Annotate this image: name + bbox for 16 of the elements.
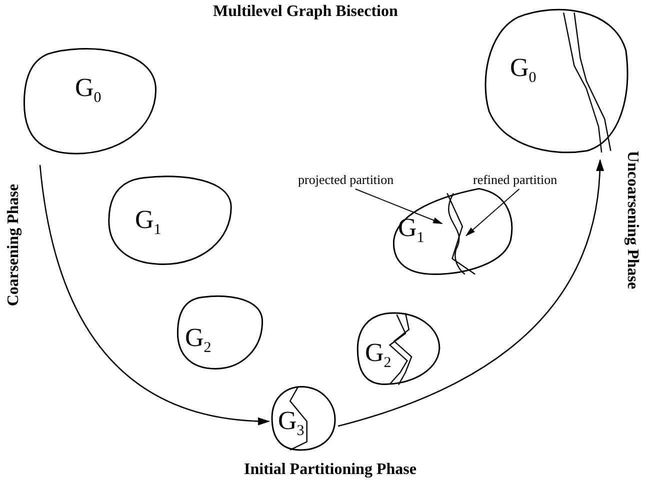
graph-label: G$_{2}$ [185,325,212,358]
callout-text: refined partition [473,172,558,187]
graph-label: G$_{0}$ [75,75,102,108]
graph-label: G$_{1}$ [135,207,162,240]
leader-line [465,188,520,236]
graph-label: G$_{3}$ [278,408,304,442]
phase-label: Coarsening Phase [5,184,24,306]
phase-label: Initial Partitioning Phase [244,461,416,479]
phase-label: Uncoarsening Phase [623,150,642,290]
leader-line [354,188,443,224]
phase-arrow [39,164,270,425]
diagram-title: Multilevel Graph Bisection [213,3,398,21]
graph-label: G$_{2}$ [365,340,392,374]
callout-text: projected partition [298,172,394,187]
graph-label: G$_{0}$ [510,55,536,88]
phase-arrow [338,159,604,427]
